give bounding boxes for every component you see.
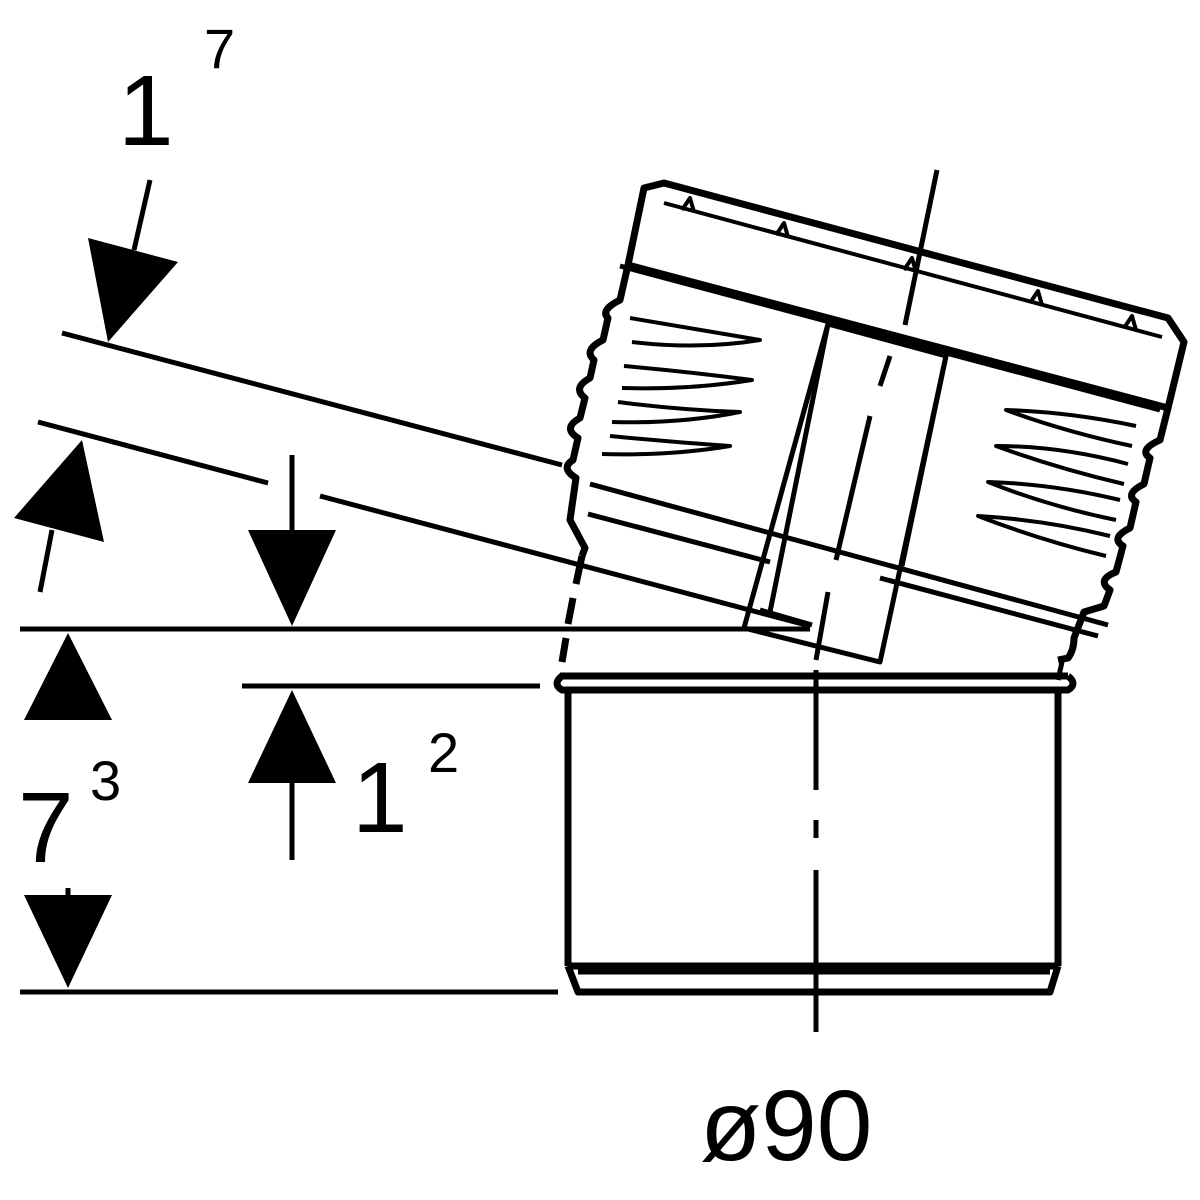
diameter-label: ø90 <box>700 1070 872 1182</box>
arrow-down-icon <box>88 238 178 342</box>
dimension-left-superscript: 3 <box>90 749 121 812</box>
dimension-label-left: 7 3 <box>18 749 121 884</box>
dimension-top-value: 1 <box>118 55 174 167</box>
bend-fitting <box>558 179 1188 681</box>
dimension-middle-value: 1 <box>352 742 408 854</box>
arrow-down-icon <box>24 895 112 988</box>
dimension-top-superscript: 7 <box>204 17 235 80</box>
dimension-lines <box>20 179 811 995</box>
dimension-label-middle: 1 2 <box>352 721 459 854</box>
dimension-arrows <box>14 238 336 988</box>
arrow-up-icon <box>24 633 112 720</box>
arrow-down-icon <box>248 530 336 626</box>
dimension-middle-superscript: 2 <box>428 721 459 784</box>
arrow-up-icon <box>248 690 336 783</box>
dimension-label-top: 1 7 <box>118 17 235 167</box>
arrow-up-icon <box>14 440 104 542</box>
dimension-left-value: 7 <box>18 772 74 884</box>
center-axis <box>813 169 940 1032</box>
